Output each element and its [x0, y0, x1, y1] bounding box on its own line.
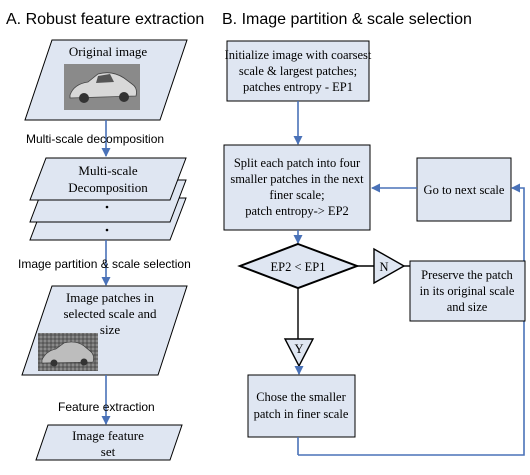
split-box-line4: patch entropy-> EP2: [245, 204, 349, 218]
right-panel-heading: B. Image partition & scale selection: [222, 11, 472, 28]
step-decomposition-label: Multi-scale decomposition: [26, 132, 164, 146]
init-box-line1: Initialize image with coarsest: [225, 48, 372, 62]
next-scale-box: [416, 157, 512, 222]
ellipsis-dot: [105, 228, 109, 232]
init-box-line3: patches entropy - EP1: [243, 80, 353, 94]
left-panel-heading: A. Robust feature extraction: [6, 11, 204, 28]
init-box-line2: scale & largest patches;: [239, 64, 357, 78]
initialize-box: [226, 40, 370, 102]
no-label: N: [379, 260, 388, 274]
original-image-label: Original image: [69, 44, 148, 59]
preserve-box-line2: in its original scale: [420, 284, 515, 298]
preserve-box-line3: and size: [447, 300, 488, 314]
feature-box-line2: set: [101, 444, 116, 459]
preserve-box: [409, 260, 526, 322]
step-partition-label: Image partition & scale selection: [18, 257, 191, 271]
decomposition-box-line1: Multi-scale: [78, 163, 137, 178]
split-box-line2: smaller patches in the next: [230, 172, 364, 186]
feature-set-box: [35, 424, 183, 461]
split-box: [223, 144, 371, 231]
decomposition-box-line2: Decomposition: [68, 180, 148, 195]
chose-box-line2: patch in finer scale: [254, 407, 349, 421]
patches-box-line3: size: [100, 322, 120, 337]
split-box-line1: Split each patch into four: [234, 156, 361, 170]
chose-box-line1: Chose the smaller: [256, 390, 346, 404]
patches-box-line2: selected scale and: [63, 306, 157, 321]
patches-box-line1: Image patches in: [66, 290, 155, 305]
no-branch-marker: [373, 247, 406, 285]
decision-label: EP2 < EP1: [271, 260, 326, 274]
feature-box-line1: Image feature: [72, 428, 144, 443]
preserve-box-line1: Preserve the patch: [421, 268, 513, 282]
yes-branch-marker: [283, 338, 315, 368]
patched-car-thumbnail: [38, 333, 98, 371]
car-thumbnail: [64, 64, 140, 110]
next-scale-label: Go to next scale: [424, 183, 505, 197]
decomposition-layer-1: [29, 157, 187, 201]
chose-box: [247, 374, 356, 438]
ellipsis-dot: [105, 205, 109, 209]
step-feature-label: Feature extraction: [58, 400, 155, 414]
yes-label: Y: [294, 342, 303, 356]
split-box-line3: finer scale;: [269, 188, 324, 202]
